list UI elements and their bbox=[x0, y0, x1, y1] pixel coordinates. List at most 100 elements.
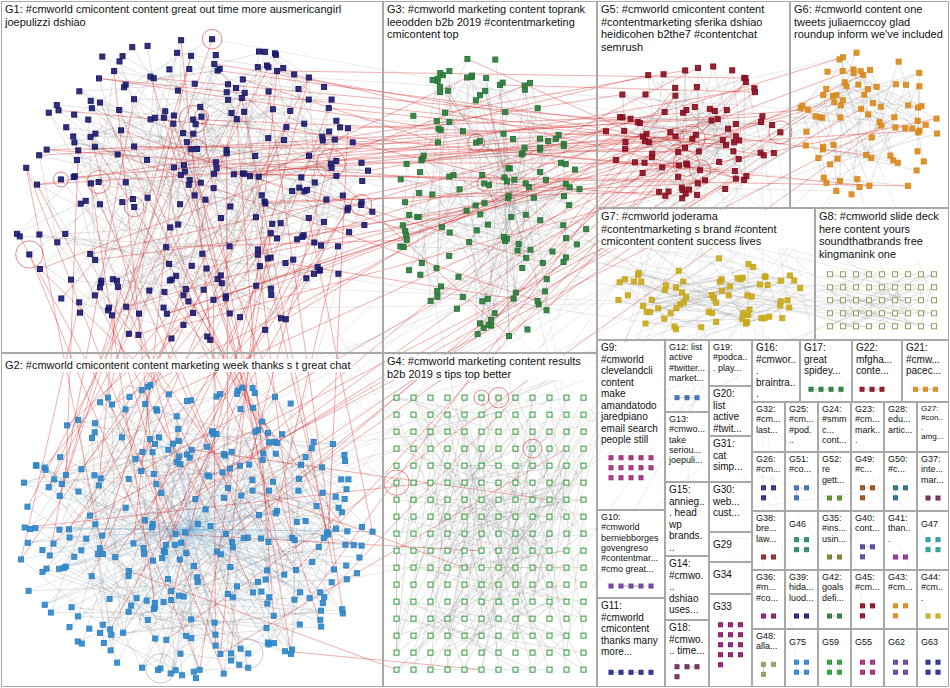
vertex-square bbox=[231, 172, 236, 177]
vertex-square bbox=[145, 195, 150, 200]
vertex-square bbox=[215, 68, 220, 73]
link-line bbox=[625, 279, 743, 319]
vertex-square bbox=[428, 298, 433, 303]
vertex-square bbox=[107, 305, 112, 310]
vertex-square bbox=[181, 163, 186, 168]
vertex-square bbox=[167, 67, 172, 72]
vertex-square bbox=[145, 43, 150, 48]
vertex-square bbox=[347, 230, 352, 235]
vertex-square bbox=[227, 244, 232, 249]
vertex-square bbox=[130, 45, 135, 50]
vertex-square bbox=[359, 160, 364, 165]
vertex-square bbox=[257, 264, 262, 269]
link-line bbox=[47, 98, 242, 150]
vertex-square bbox=[334, 118, 339, 123]
link-line bbox=[43, 529, 190, 572]
link-line bbox=[25, 528, 190, 530]
vertex-ring bbox=[234, 639, 263, 668]
vertex-square bbox=[474, 228, 479, 233]
vertex-square bbox=[501, 131, 506, 136]
link-line bbox=[190, 529, 266, 628]
link-line bbox=[200, 107, 322, 467]
reply-line bbox=[500, 85, 755, 92]
vertex-square bbox=[306, 97, 311, 102]
vertex-square bbox=[275, 68, 280, 73]
vertex-square bbox=[72, 140, 77, 145]
vertex-square bbox=[346, 205, 351, 210]
link-line bbox=[81, 469, 111, 635]
link-line bbox=[104, 140, 284, 643]
vertex-square bbox=[183, 287, 188, 292]
link-line bbox=[190, 529, 267, 603]
vertex-square bbox=[242, 171, 247, 176]
link-line bbox=[507, 239, 928, 662]
vertex-square bbox=[192, 81, 197, 86]
vertex-square bbox=[126, 331, 131, 336]
link-line bbox=[546, 279, 547, 310]
vertex-ring bbox=[87, 170, 110, 193]
link-line bbox=[830, 134, 937, 165]
link-line bbox=[533, 602, 584, 619]
vertex-square bbox=[88, 98, 93, 103]
vertex-square bbox=[200, 251, 205, 256]
link-line bbox=[214, 188, 298, 239]
vertex-square bbox=[454, 306, 459, 311]
reply-line bbox=[99, 78, 439, 128]
link-line bbox=[533, 124, 736, 568]
link-line bbox=[833, 96, 869, 186]
link-line bbox=[611, 586, 641, 587]
vertex-square bbox=[213, 53, 218, 58]
vertex-square bbox=[398, 177, 403, 182]
link-line bbox=[485, 91, 566, 432]
reply-line bbox=[265, 192, 660, 202]
link-line bbox=[414, 602, 516, 670]
vertex-square bbox=[485, 296, 490, 301]
vertex-square bbox=[110, 277, 115, 282]
vertex-square bbox=[176, 222, 181, 227]
vertex-square bbox=[99, 278, 104, 283]
vertex-square bbox=[169, 336, 174, 341]
link-line bbox=[190, 529, 274, 643]
vertex-square bbox=[335, 244, 340, 249]
vertex-square bbox=[326, 106, 331, 111]
vertex-square bbox=[171, 113, 176, 118]
link-line bbox=[559, 135, 863, 547]
vertex-square bbox=[228, 204, 233, 209]
link-line bbox=[79, 68, 283, 302]
link-line bbox=[45, 295, 748, 604]
vertex-square bbox=[370, 209, 375, 214]
vertex-square bbox=[191, 131, 196, 136]
vertex-square bbox=[117, 107, 122, 112]
link-line bbox=[618, 299, 651, 300]
vertex-square bbox=[203, 197, 208, 202]
reply-line bbox=[21, 302, 79, 559]
vertex-square bbox=[234, 86, 239, 91]
vertex-square bbox=[93, 131, 98, 136]
link-line bbox=[834, 145, 894, 161]
link-line bbox=[431, 568, 567, 636]
vertex-square bbox=[540, 260, 545, 265]
vertex-square bbox=[169, 277, 174, 282]
link-line bbox=[397, 398, 499, 432]
vertex-square bbox=[35, 182, 40, 187]
vertex-square bbox=[226, 97, 231, 102]
link-line bbox=[448, 534, 499, 619]
reply-line bbox=[491, 88, 675, 326]
reply-line bbox=[243, 79, 438, 142]
reply-line bbox=[133, 167, 173, 543]
reply-line bbox=[47, 150, 666, 196]
vertex-ring bbox=[667, 128, 684, 145]
link-line bbox=[484, 139, 540, 184]
link-line bbox=[709, 279, 722, 311]
vertex-square bbox=[37, 232, 42, 237]
link-line bbox=[843, 274, 869, 300]
link-line bbox=[482, 398, 516, 500]
vertex-square bbox=[69, 277, 74, 282]
link-line bbox=[345, 398, 448, 499]
vertex-ring bbox=[202, 29, 222, 49]
link-line bbox=[856, 274, 895, 275]
link-line bbox=[881, 86, 919, 125]
link-line bbox=[861, 109, 926, 125]
vertex-square bbox=[93, 257, 98, 262]
vertex-square bbox=[268, 231, 273, 236]
